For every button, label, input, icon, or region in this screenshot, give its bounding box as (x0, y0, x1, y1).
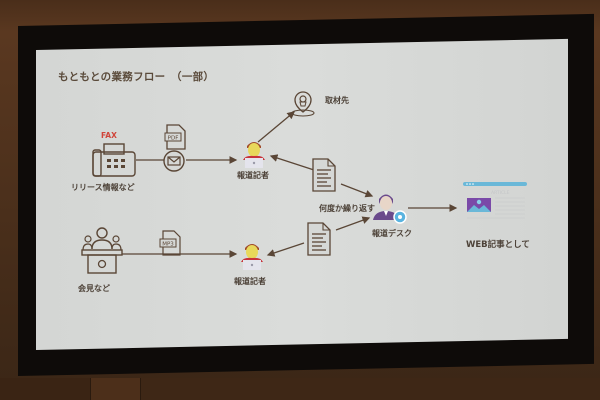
arrow-doc-to-reporter-bottom (266, 242, 305, 257)
wall-panel (140, 378, 600, 400)
reporter-top-label: 報道記者 (237, 171, 269, 180)
press-conference-podium-icon (81, 227, 123, 274)
fax-badge: FAX (101, 131, 117, 140)
room-wall (0, 378, 600, 400)
arrow-desk-to-reporter-top (269, 154, 315, 171)
release-info-label: リリース情報など (71, 183, 135, 192)
news-desk-icon (373, 194, 407, 224)
web-article-label: WEB記事として (466, 240, 530, 250)
web-article-icon: ARTICLE (463, 182, 527, 219)
arrow-desk-to-doc (335, 216, 371, 231)
reporter-bottom-label: 報道記者 (234, 277, 266, 286)
arrow-doc-to-desk (340, 183, 374, 198)
document-icon (312, 158, 336, 192)
mp3-file-icon: MP3 (159, 230, 181, 256)
repeat-note: 何度か繰り返す (319, 204, 375, 213)
flow-arrows (122, 111, 458, 258)
reporter-bottom-icon (241, 244, 263, 270)
presentation-slide: もともとの業務フロー （一部） FAX (36, 38, 568, 350)
reporter-top-icon (243, 142, 265, 168)
article-heading: ARTICLE (491, 190, 510, 196)
news-desk-label: 報道デスク (372, 229, 412, 238)
mp3-text: MP3 (162, 242, 174, 248)
envelope-icon (163, 150, 185, 172)
fax-machine-icon (92, 143, 136, 177)
arrow-reporter-to-source (257, 111, 295, 143)
press-conference-label: 会見など (78, 284, 110, 293)
document-icon (307, 222, 331, 256)
location-pin-icon (291, 91, 315, 117)
pdf-file-icon: PDF (164, 124, 186, 150)
pdf-text: PDF (168, 136, 179, 142)
source-label: 取材先 (325, 96, 349, 105)
